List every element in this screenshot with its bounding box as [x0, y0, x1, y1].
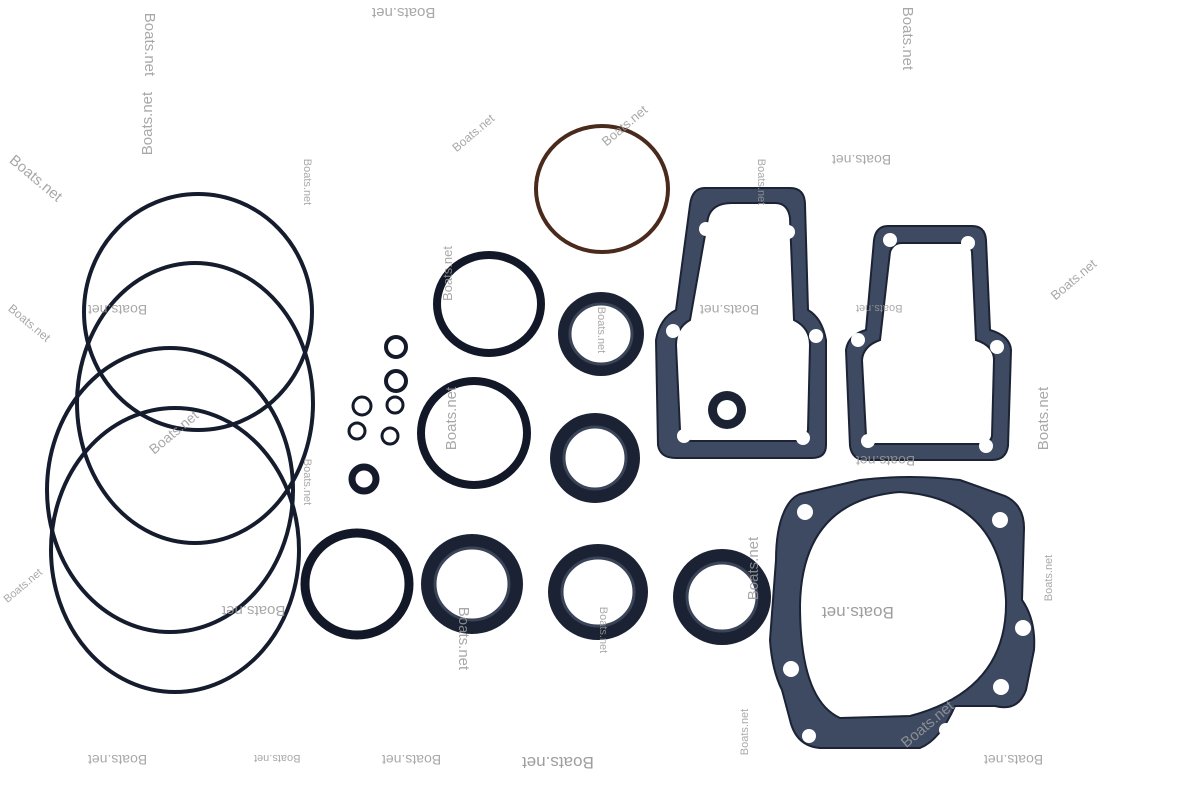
gasket-housing: [768, 476, 1036, 749]
oil-seal-1: [558, 292, 644, 376]
oil-seal-5: [673, 549, 771, 645]
watermark: Boats.net: [745, 536, 763, 601]
brown-o-ring: [534, 124, 670, 254]
small-o-ring-2: [384, 369, 408, 393]
watermark: Boats.net: [984, 752, 1044, 768]
watermark: Boats.net: [739, 708, 752, 756]
watermark: Boats.net: [372, 4, 436, 21]
large-o-ring-4: [49, 406, 301, 694]
watermark: Boats.net: [822, 603, 894, 622]
small-o-ring-6: [380, 426, 400, 446]
oil-seal-small: [708, 391, 746, 429]
gasket-tall: [654, 187, 827, 459]
watermark: Boats.net: [88, 302, 148, 318]
oil-seals: [421, 292, 771, 645]
oil-seal-3: [421, 534, 523, 634]
watermark: Boats.net: [254, 752, 301, 764]
watermark: Boats.net: [439, 246, 455, 301]
watermark: Boats.net: [222, 602, 286, 619]
oil-seal-4: [548, 544, 648, 640]
oil-seal-2: [550, 413, 640, 503]
small-seal: [348, 463, 380, 495]
watermark: Boats.net: [1043, 554, 1056, 602]
small-o-ring-5: [347, 421, 367, 441]
o-ring-b: [417, 377, 531, 489]
watermark: Boats.net: [597, 606, 610, 654]
large-o-ring-3: [45, 346, 295, 634]
watermark: Boats.net: [595, 306, 608, 354]
small-o-ring-3: [385, 395, 405, 415]
watermark: Boats.net: [899, 6, 917, 71]
watermark: Boats.net: [522, 753, 594, 772]
o-ring-c: [300, 528, 414, 640]
watermark: Boats.net: [755, 158, 768, 206]
watermark: Boats.net: [301, 458, 314, 506]
watermark: Boats.net: [443, 386, 461, 451]
small-o-ring-1: [384, 335, 408, 359]
watermark: Boats.net: [301, 158, 314, 206]
large-o-ring-1: [82, 192, 314, 432]
watermark: Boats.net: [455, 606, 473, 671]
watermark: Boats.net: [700, 302, 760, 318]
watermark: Boats.net: [139, 91, 157, 156]
watermark: Boats.net: [1035, 386, 1053, 451]
medium-o-rings: [300, 251, 545, 640]
small-washers: [347, 335, 408, 495]
watermark: Boats.net: [856, 302, 903, 314]
gasket-rectangular: [844, 225, 1013, 461]
watermark: Boats.net: [832, 152, 892, 168]
watermark: Boats.net: [88, 752, 148, 768]
large-o-rings: [45, 192, 315, 694]
small-o-ring-4: [351, 395, 373, 417]
watermark: Boats.net: [141, 12, 159, 77]
o-ring-a: [433, 251, 545, 357]
watermark: Boats.net: [856, 453, 916, 469]
large-o-ring-2: [75, 261, 315, 545]
watermark: Boats.net: [382, 752, 442, 768]
